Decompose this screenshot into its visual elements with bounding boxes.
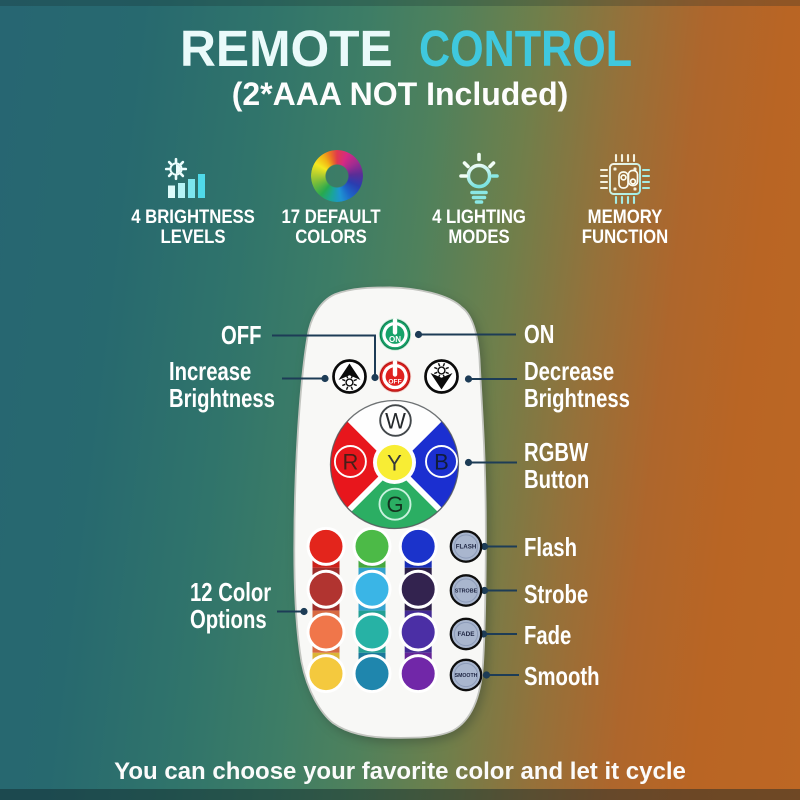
svg-text:Y: Y	[387, 450, 402, 475]
svg-text:R: R	[342, 449, 358, 474]
svg-text:G: G	[386, 492, 403, 517]
svg-text:SMOOTH: SMOOTH	[455, 673, 478, 679]
svg-text:ON: ON	[389, 335, 401, 344]
svg-text:B: B	[434, 449, 449, 474]
svg-text:FLASH: FLASH	[456, 544, 477, 551]
svg-text:W: W	[385, 408, 406, 433]
svg-text:OFF: OFF	[388, 379, 401, 386]
svg-text:FADE: FADE	[457, 631, 475, 638]
svg-text:STROBE: STROBE	[455, 589, 478, 595]
